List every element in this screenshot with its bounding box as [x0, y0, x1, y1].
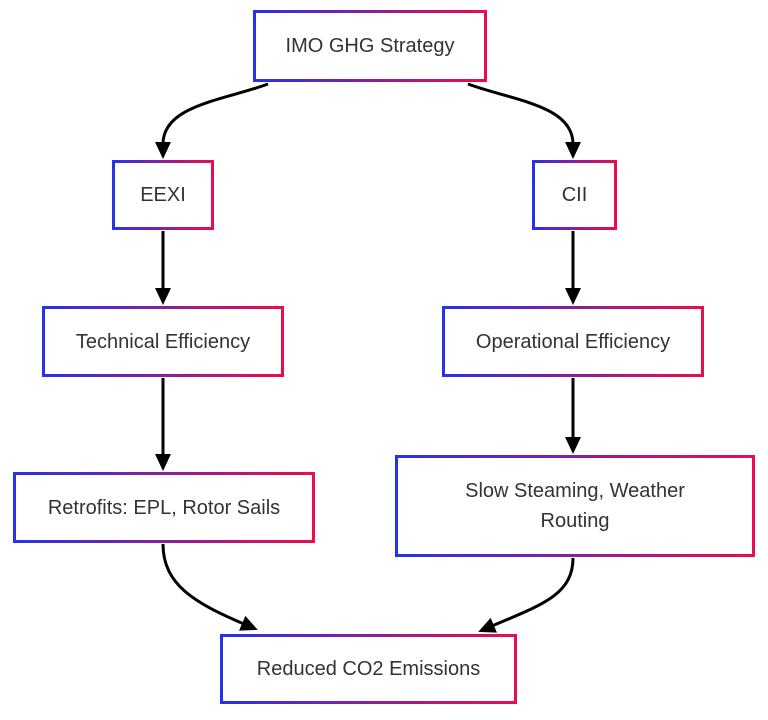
node-slow-steaming-weather-routing: Slow Steaming, Weather Routing — [395, 455, 755, 557]
node-label: CII — [561, 184, 588, 206]
node-operational-efficiency: Operational Efficiency — [442, 306, 704, 377]
node-label: Slow Steaming, Weather Routing — [465, 480, 685, 532]
node-cii: CII — [532, 160, 617, 230]
node-technical-efficiency: Technical Efficiency — [42, 306, 284, 377]
node-label: EEXI — [140, 184, 186, 206]
edge-imo-cii — [467, 82, 581, 159]
node-label: Operational Efficiency — [475, 330, 671, 353]
node-label: IMO GHG Strategy — [285, 35, 455, 57]
node-label: Reduced CO2 Emissions — [256, 658, 481, 680]
edge-retro-reduced — [161, 543, 258, 631]
edge-slow-reduced — [478, 557, 575, 633]
node-label: Technical Efficiency — [75, 330, 251, 353]
node-eexi: EEXI — [112, 160, 214, 230]
node-imo-ghg-strategy: IMO GHG Strategy — [253, 10, 487, 82]
node-reduced-co2-emissions: Reduced CO2 Emissions — [220, 634, 517, 704]
node-retrofits: Retrofits: EPL, Rotor Sails — [13, 472, 315, 543]
node-label: Retrofits: EPL, Rotor Sails — [47, 496, 281, 519]
edge-imo-eexi — [155, 82, 269, 159]
